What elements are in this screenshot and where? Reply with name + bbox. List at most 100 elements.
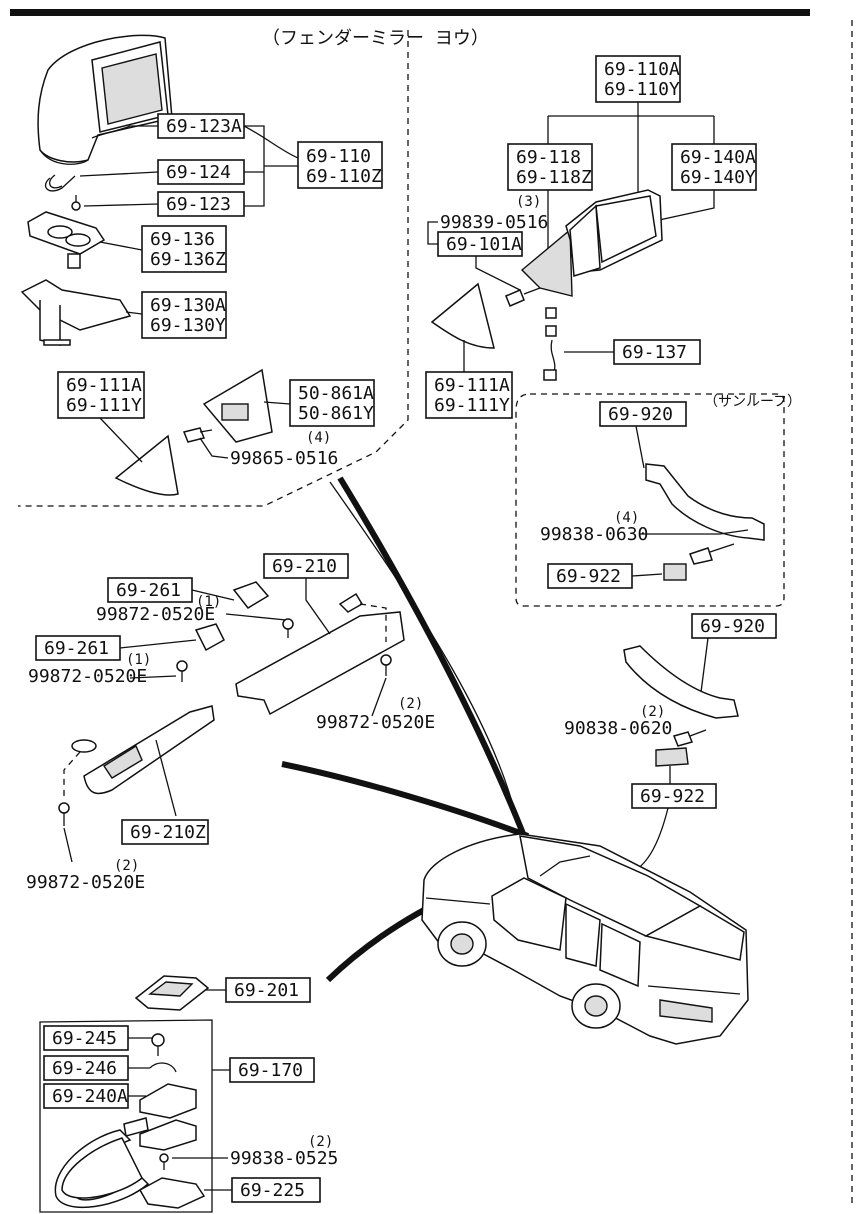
label-69-123: 69-123 — [166, 194, 231, 215]
label-box-69-123[interactable]: 69-123 — [157, 191, 245, 217]
label-69-136Z: 69-136Z — [150, 249, 226, 270]
label-69-245: 69-245 — [52, 1028, 117, 1049]
screw-icon-99865 — [182, 427, 213, 443]
visor-right-illustration — [235, 592, 405, 716]
screw-99865-0516: 99865-0516 — [230, 448, 338, 469]
label-69-246: 69-246 — [52, 1058, 117, 1079]
fender-mirror-illustration — [37, 34, 173, 189]
visor-left-illustration — [63, 705, 215, 798]
screw-icon-visor-d — [58, 802, 70, 826]
screw-icon-69-123 — [71, 195, 81, 211]
clip-icon-69-246 — [149, 1062, 177, 1073]
label-69-111A-fender: 69-111A — [66, 375, 142, 396]
cap-icon-69-922-grip — [655, 747, 689, 767]
bracket-icon-69-130 — [20, 279, 132, 346]
label-box-69-111A-door[interactable]: 69-111A 69-111Y — [425, 371, 513, 419]
screw-icon-visor-b — [176, 660, 188, 682]
label-box-69-920-grip[interactable]: 69-920 — [691, 613, 777, 639]
label-69-118: 69-118 — [516, 147, 581, 168]
label-69-261-b: 69-261 — [44, 638, 109, 659]
label-box-69-922-grip[interactable]: 69-922 — [631, 783, 717, 809]
sunroof-handle-illustration — [645, 463, 765, 541]
label-69-920-sunroof: 69-920 — [608, 404, 673, 425]
label-69-210: 69-210 — [272, 556, 337, 577]
qty-fender-screw: (4) — [306, 430, 331, 446]
label-box-69-261-a[interactable]: 69-261 — [107, 577, 193, 603]
room-mirror-section: 69-201 69-245 69-246 69-170 69-240A — [39, 975, 338, 1213]
label-69-922-grip: 69-922 — [640, 786, 705, 807]
label-69-240A: 69-240A — [52, 1086, 128, 1107]
label-69-225: 69-225 — [240, 1180, 305, 1201]
clip-icon-69-124 — [45, 175, 76, 192]
door-mirror-section: 69-110A 69-110Y 69-118 69-118Z 69-140A 6… — [425, 55, 757, 419]
label-box-69-136[interactable]: 69-136 69-136Z — [141, 225, 227, 273]
label-box-50-861A[interactable]: 50-861A 50-861Y — [289, 379, 375, 427]
qty-visor-2-b: (2) — [114, 858, 139, 874]
label-50-861A: 50-861A — [298, 383, 374, 404]
label-box-69-240A[interactable]: 69-240A — [43, 1083, 129, 1109]
label-69-261-a: 69-261 — [116, 580, 181, 601]
clip-icon-69-261-b — [194, 623, 225, 652]
label-69-130A: 69-130A — [150, 295, 226, 316]
screw-99838-0630: 99838-0630 — [540, 524, 648, 545]
car-illustration — [281, 476, 749, 1045]
fender-mirror-title: （フェンダーミラー ヨウ） — [262, 28, 489, 49]
qty-sunroof-screw: (4) — [614, 510, 639, 526]
label-box-69-246[interactable]: 69-246 — [43, 1055, 129, 1081]
label-69-101A: 69-101A — [446, 234, 522, 255]
sunroof-title: （サンルーフ） — [704, 394, 801, 410]
clip-icon-69-261-a — [232, 581, 270, 609]
label-box-69-111A-fender[interactable]: 69-111A 69-111Y — [57, 371, 145, 419]
base-icon-69-136 — [27, 211, 106, 269]
label-box-69-130A[interactable]: 69-130A 69-130Y — [141, 291, 227, 339]
assist-grip-section: 69-920 (2) 90838-0620 69-922 — [564, 613, 777, 871]
screw-99839-0516: 99839-0516 — [440, 212, 548, 233]
label-box-69-225[interactable]: 69-225 — [231, 1177, 321, 1203]
label-box-69-920-sunroof[interactable]: 69-920 — [599, 401, 687, 427]
label-69-111Y-door: 69-111Y — [434, 395, 510, 416]
screw-icon-69-245 — [151, 1033, 165, 1056]
label-69-922-sunroof: 69-922 — [556, 566, 621, 587]
screw-icon-99838-0630 — [689, 543, 735, 565]
screw-icon-visor-a — [282, 618, 294, 638]
label-box-69-201[interactable]: 69-201 — [225, 977, 311, 1003]
label-box-69-101A[interactable]: 69-101A — [437, 231, 523, 257]
label-box-69-245[interactable]: 69-245 — [43, 1025, 129, 1051]
screw-90838-0620: 90838-0620 — [564, 718, 672, 739]
label-box-69-210[interactable]: 69-210 — [263, 553, 349, 579]
screw-icon-visor-c — [380, 654, 392, 676]
sunroof-section: （サンルーフ） 69-920 (4) 99838-0630 69-922 — [515, 393, 801, 607]
fender-mirror-section: （フェンダーミラー ヨウ） 6 — [18, 28, 489, 507]
label-box-69-123A[interactable]: 69-123A — [157, 113, 245, 139]
qty-visor-1-b: (1) — [126, 652, 151, 668]
label-box-69-922-sunroof[interactable]: 69-922 — [547, 563, 633, 589]
label-box-69-261-b[interactable]: 69-261 — [35, 635, 121, 661]
label-69-123A: 69-123A — [166, 116, 242, 137]
label-box-69-110A[interactable]: 69-110A 69-110Y — [595, 55, 681, 103]
sun-visor-section: 69-210 69-261 (1) 99872-0520E 69-261 (1)… — [26, 553, 435, 893]
label-box-69-118[interactable]: 69-118 69-118Z — [507, 143, 593, 191]
label-69-118Z: 69-118Z — [516, 167, 592, 188]
screw-99872-0520E-a: 99872-0520E — [96, 604, 215, 625]
screw-99838-0525: 99838-0525 — [230, 1148, 338, 1169]
triangle-cover-door — [430, 282, 495, 349]
room-mirror-illustration — [54, 1083, 197, 1209]
label-box-69-170[interactable]: 69-170 — [229, 1057, 315, 1083]
label-69-111A-door: 69-111A — [434, 375, 510, 396]
label-box-69-137[interactable]: 69-137 — [613, 339, 701, 365]
label-69-124: 69-124 — [166, 162, 231, 183]
harness-icon-69-137 — [543, 307, 557, 381]
label-box-69-140A[interactable]: 69-140A 69-140Y — [671, 143, 757, 191]
label-box-69-210Z[interactable]: 69-210Z — [121, 819, 209, 845]
qty-visor-1-a: (1) — [196, 594, 221, 610]
screw-99872-0520E-d: 99872-0520E — [26, 872, 145, 893]
label-box-69-124[interactable]: 69-124 — [157, 159, 245, 185]
cover-icon-69-225 — [138, 1177, 206, 1209]
label-69-920-grip: 69-920 — [700, 616, 765, 637]
label-box-69-110[interactable]: 69-110 69-110Z — [297, 141, 383, 189]
label-69-136: 69-136 — [150, 229, 215, 250]
screw-99872-0520E-c: 99872-0520E — [316, 712, 435, 733]
screw-icon-90838 — [672, 729, 707, 747]
